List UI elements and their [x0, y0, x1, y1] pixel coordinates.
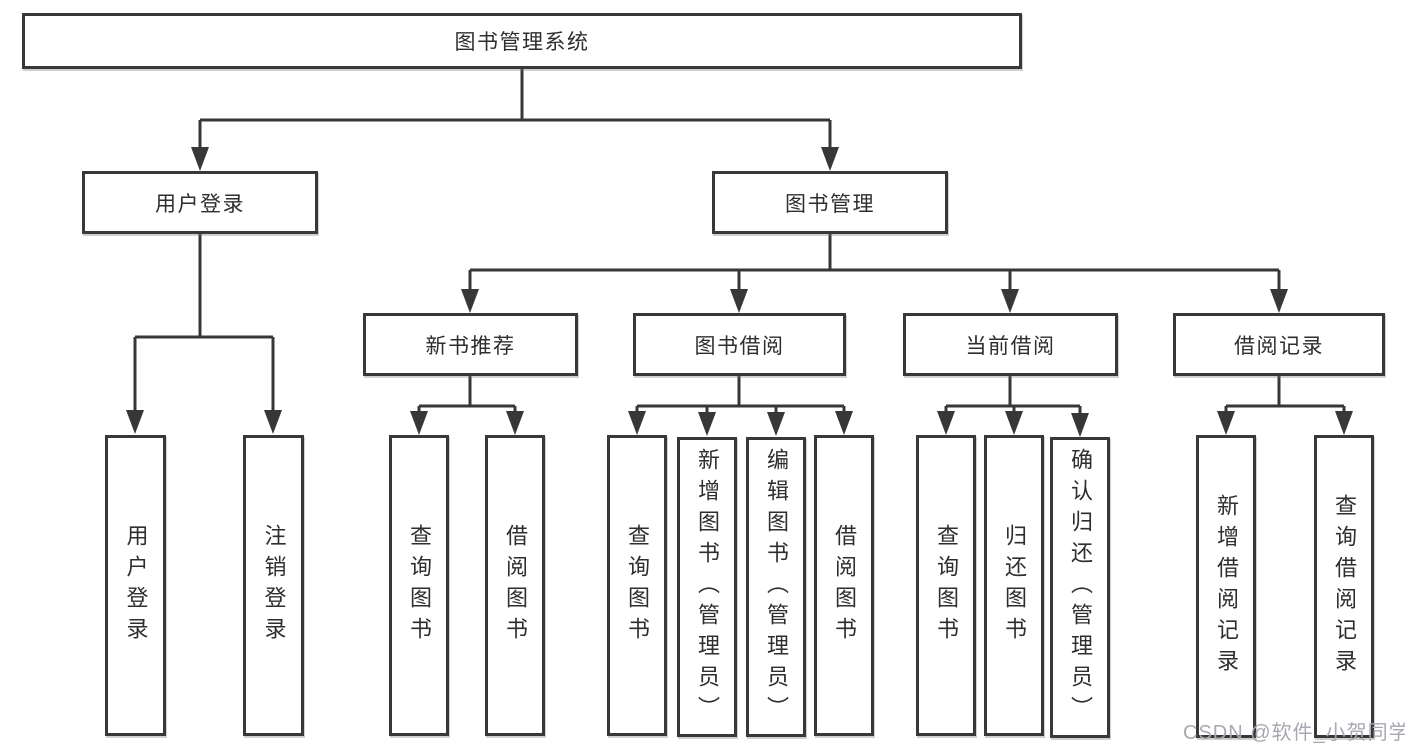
node-library-management-system: 图书管理系统: [22, 13, 1022, 69]
node-new-book-recommend: 新书推荐: [363, 313, 578, 376]
leaf-edit-book-admin: 编辑图书（管理员）: [746, 437, 806, 737]
connector-book-borrowing-children: [628, 376, 853, 436]
leaf-query-books-borrowing: 查询图书: [607, 435, 667, 736]
node-label: 归还图书: [1002, 523, 1027, 648]
node-label: 查询图书: [625, 523, 650, 648]
node-book-borrowing: 图书借阅: [633, 313, 846, 376]
node-label: 新书推荐: [425, 334, 516, 358]
leaf-query-books-current: 查询图书: [916, 435, 976, 736]
node-label: 当前借阅: [965, 334, 1056, 358]
node-label: 确认归还（管理员）: [1068, 448, 1093, 727]
csdn-watermark: CSDN @软件_小贺同学: [1183, 722, 1405, 744]
leaf-user-login: 用户登录: [105, 435, 166, 736]
leaf-logout: 注销登录: [243, 435, 304, 736]
node-label: 图书借阅: [694, 334, 785, 358]
node-user-login: 用户登录: [82, 171, 318, 234]
node-current-borrowing: 当前借阅: [903, 313, 1118, 376]
node-label: 借阅记录: [1234, 334, 1324, 358]
node-label: 用户登录: [155, 192, 245, 216]
connector-user-login-children: [126, 234, 282, 434]
connector-borrow-records-children: [1217, 376, 1353, 435]
leaf-borrow-books-recommend: 借阅图书: [485, 435, 545, 736]
node-label: 借阅图书: [832, 523, 857, 648]
connector-current-borrowing-children: [937, 376, 1089, 437]
leaf-return-books: 归还图书: [984, 435, 1044, 736]
node-label: 新增图书（管理员）: [695, 447, 720, 727]
node-label: 借阅图书: [503, 523, 528, 648]
leaf-borrow-books-borrowing: 借阅图书: [814, 435, 874, 736]
leaf-query-borrow-record: 查询借阅记录: [1314, 435, 1374, 738]
connector-root-to-level1: [191, 69, 839, 171]
node-book-management: 图书管理: [712, 171, 948, 234]
node-label: 图书管理系统: [454, 31, 590, 54]
node-label: 查询图书: [407, 523, 432, 648]
node-borrow-records: 借阅记录: [1173, 313, 1385, 376]
connector-book-management-children: [461, 234, 1288, 313]
node-label: 编辑图书（管理员）: [764, 447, 789, 727]
node-label: 用户登录: [123, 523, 149, 648]
node-label: 图书管理: [785, 192, 875, 216]
leaf-query-books-recommend: 查询图书: [389, 435, 449, 736]
node-label: 新增借阅记录: [1214, 493, 1239, 680]
leaf-confirm-return-admin: 确认归还（管理员）: [1050, 437, 1110, 738]
leaf-add-borrow-record: 新增借阅记录: [1196, 435, 1256, 738]
node-label: 查询图书: [934, 523, 959, 648]
node-label: 查询借阅记录: [1332, 493, 1357, 680]
node-label: 注销登录: [261, 523, 287, 648]
connector-new-book-children: [410, 376, 524, 435]
leaf-add-book-admin: 新增图书（管理员）: [677, 437, 737, 737]
